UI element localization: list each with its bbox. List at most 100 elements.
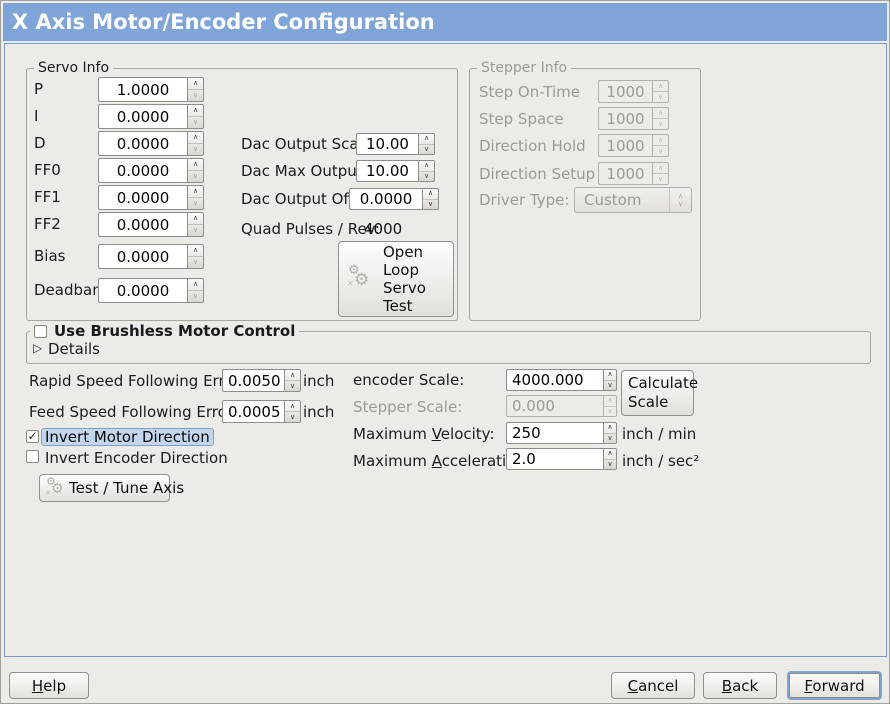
- spin-down-icon[interactable]: ∨: [188, 170, 203, 182]
- ff2-spinbox-value[interactable]: 0.0000: [98, 212, 187, 237]
- maximum-velocity-spin-buttons[interactable]: ∧∨: [603, 422, 617, 444]
- spin-up-icon[interactable]: ∧: [192, 79, 199, 87]
- spin-down-icon[interactable]: ∨: [188, 197, 203, 209]
- maximum-acceleration-spin-buttons[interactable]: ∧∨: [603, 448, 617, 470]
- dac-output-offset-spinbox[interactable]: 0.0000 ∧∨: [349, 188, 439, 210]
- spin-down-icon[interactable]: ∨: [604, 432, 616, 444]
- brushless-checkbox[interactable]: [34, 325, 47, 338]
- spin-down-icon[interactable]: ∨: [188, 290, 203, 302]
- spin-up-icon[interactable]: ∧: [607, 449, 613, 458]
- spin-down-icon[interactable]: ∨: [419, 170, 434, 182]
- spin-down-icon[interactable]: ∨: [285, 411, 300, 422]
- feed-following-error-unit: inch: [303, 403, 335, 421]
- bias-spinbox-value[interactable]: 0.0000: [98, 244, 187, 269]
- spin-up-icon[interactable]: ∧: [192, 246, 199, 254]
- details-expander-label[interactable]: Details: [48, 340, 101, 358]
- invert-motor-direction-checkbox[interactable]: ✓: [26, 430, 39, 443]
- deadband-spinbox[interactable]: 0.0000 ∧∨: [98, 278, 204, 303]
- maximum-velocity-value[interactable]: 250: [506, 422, 603, 444]
- bias-spin-buttons[interactable]: ∧∨: [187, 244, 204, 269]
- dac-output-scale-spinbox[interactable]: 10.00 ∧∨: [356, 133, 435, 155]
- invert-encoder-direction-checkbox[interactable]: [26, 450, 39, 463]
- calculate-scale-button[interactable]: Calculate Scale: [621, 370, 698, 416]
- back-button[interactable]: Back: [703, 672, 777, 699]
- feed-following-error-spinbox[interactable]: 0.0005 ∧∨: [222, 400, 301, 423]
- invert-motor-direction-label[interactable]: Invert Motor Direction: [41, 428, 214, 446]
- rapid-following-error-spin-buttons[interactable]: ∧∨: [284, 369, 301, 392]
- ff1-spinbox-value[interactable]: 0.0000: [98, 185, 187, 210]
- brushless-checkbox-label[interactable]: Use Brushless Motor Control: [54, 322, 296, 340]
- feed-following-error-value[interactable]: 0.0005: [222, 400, 284, 423]
- spin-up-icon[interactable]: ∧: [423, 134, 430, 143]
- help-button[interactable]: Help: [9, 672, 89, 699]
- content-area: [4, 43, 887, 657]
- step-space-value: 1000: [598, 107, 652, 130]
- dac-max-output-spinbox[interactable]: 10.00 ∧∨: [356, 160, 435, 182]
- feed-following-error-spin-buttons[interactable]: ∧∨: [284, 400, 301, 423]
- spin-up-icon[interactable]: ∧: [192, 187, 199, 195]
- spin-up-icon[interactable]: ∧: [607, 370, 613, 379]
- ff2-spin-buttons[interactable]: ∧∨: [187, 212, 204, 237]
- spin-down-icon[interactable]: ∨: [188, 89, 203, 101]
- dac-max-output-value[interactable]: 10.00: [356, 160, 418, 182]
- d-spinbox-value[interactable]: 0.0000: [98, 131, 187, 156]
- spin-up-icon[interactable]: ∧: [423, 161, 430, 170]
- invert-encoder-direction-label[interactable]: Invert Encoder Direction: [45, 449, 228, 467]
- ff0-spinbox-value[interactable]: 0.0000: [98, 158, 187, 183]
- deadband-spinbox-value[interactable]: 0.0000: [98, 278, 187, 303]
- spin-down-icon: ∨: [604, 405, 616, 417]
- i-spinbox[interactable]: 0.0000 ∧∨: [98, 104, 204, 129]
- forward-button[interactable]: Forward: [787, 671, 882, 700]
- p-spin-buttons[interactable]: ∧∨: [187, 77, 204, 102]
- spin-up-icon[interactable]: ∧: [289, 401, 296, 410]
- bias-spinbox[interactable]: 0.0000 ∧∨: [98, 244, 204, 269]
- i-spinbox-value[interactable]: 0.0000: [98, 104, 187, 129]
- spin-up-icon[interactable]: ∧: [192, 133, 199, 141]
- spin-up-icon[interactable]: ∧: [192, 160, 199, 168]
- encoder-scale-value[interactable]: 4000.000: [506, 369, 603, 391]
- i-spin-buttons[interactable]: ∧∨: [187, 104, 204, 129]
- spin-up-icon[interactable]: ∧: [427, 189, 434, 198]
- encoder-scale-spin-buttons[interactable]: ∧∨: [603, 369, 617, 391]
- ff1-spinbox[interactable]: 0.0000 ∧∨: [98, 185, 204, 210]
- dac-max-output-spin-buttons[interactable]: ∧∨: [418, 160, 435, 182]
- spin-up-icon[interactable]: ∧: [192, 280, 199, 288]
- spin-down-icon[interactable]: ∨: [604, 379, 616, 391]
- dac-output-scale-value[interactable]: 10.00: [356, 133, 418, 155]
- ff1-spin-buttons[interactable]: ∧∨: [187, 185, 204, 210]
- d-spinbox[interactable]: 0.0000 ∧∨: [98, 131, 204, 156]
- spin-up-icon[interactable]: ∧: [192, 106, 199, 114]
- spin-up-icon[interactable]: ∧: [289, 370, 296, 379]
- p-spinbox-value[interactable]: 1.0000: [98, 77, 187, 102]
- spin-down-icon[interactable]: ∨: [188, 116, 203, 128]
- maximum-velocity-spinbox[interactable]: 250 ∧∨: [506, 422, 617, 444]
- maximum-acceleration-value[interactable]: 2.0: [506, 448, 603, 470]
- d-spin-buttons[interactable]: ∧∨: [187, 131, 204, 156]
- dac-output-offset-value[interactable]: 0.0000: [349, 188, 422, 210]
- maximum-acceleration-spinbox[interactable]: 2.0 ∧∨: [506, 448, 617, 470]
- ff0-spinbox[interactable]: 0.0000 ∧∨: [98, 158, 204, 183]
- rapid-following-error-value[interactable]: 0.0050: [222, 369, 284, 392]
- spin-down-icon[interactable]: ∨: [188, 143, 203, 155]
- quad-pulses-label: Quad Pulses / Rev:: [241, 220, 380, 238]
- spin-down-icon[interactable]: ∨: [604, 458, 616, 470]
- cancel-button[interactable]: Cancel: [611, 672, 695, 699]
- rapid-following-error-spinbox[interactable]: 0.0050 ∧∨: [222, 369, 301, 392]
- encoder-scale-spinbox[interactable]: 4000.000 ∧∨: [506, 369, 617, 391]
- spin-down-icon[interactable]: ∨: [285, 380, 300, 391]
- test-tune-axis-button[interactable]: ⚙⚙✕ Test / Tune Axis: [39, 474, 184, 502]
- dac-output-offset-spin-buttons[interactable]: ∧∨: [422, 188, 439, 210]
- dac-output-scale-spin-buttons[interactable]: ∧∨: [418, 133, 435, 155]
- p-spinbox[interactable]: 1.0000 ∧∨: [98, 77, 204, 102]
- spin-down-icon[interactable]: ∨: [188, 256, 203, 268]
- spin-down-icon[interactable]: ∨: [188, 224, 203, 236]
- open-loop-servo-test-button[interactable]: ⚙⚙✕ Open Loop Servo Test: [338, 241, 454, 317]
- expander-triangle-icon[interactable]: ▷: [33, 341, 43, 355]
- ff2-spinbox[interactable]: 0.0000 ∧∨: [98, 212, 204, 237]
- spin-up-icon[interactable]: ∧: [192, 214, 199, 222]
- spin-down-icon[interactable]: ∨: [423, 198, 438, 210]
- spin-down-icon[interactable]: ∨: [419, 143, 434, 155]
- ff0-spin-buttons[interactable]: ∧∨: [187, 158, 204, 183]
- deadband-spin-buttons[interactable]: ∧∨: [187, 278, 204, 303]
- spin-up-icon[interactable]: ∧: [607, 423, 613, 432]
